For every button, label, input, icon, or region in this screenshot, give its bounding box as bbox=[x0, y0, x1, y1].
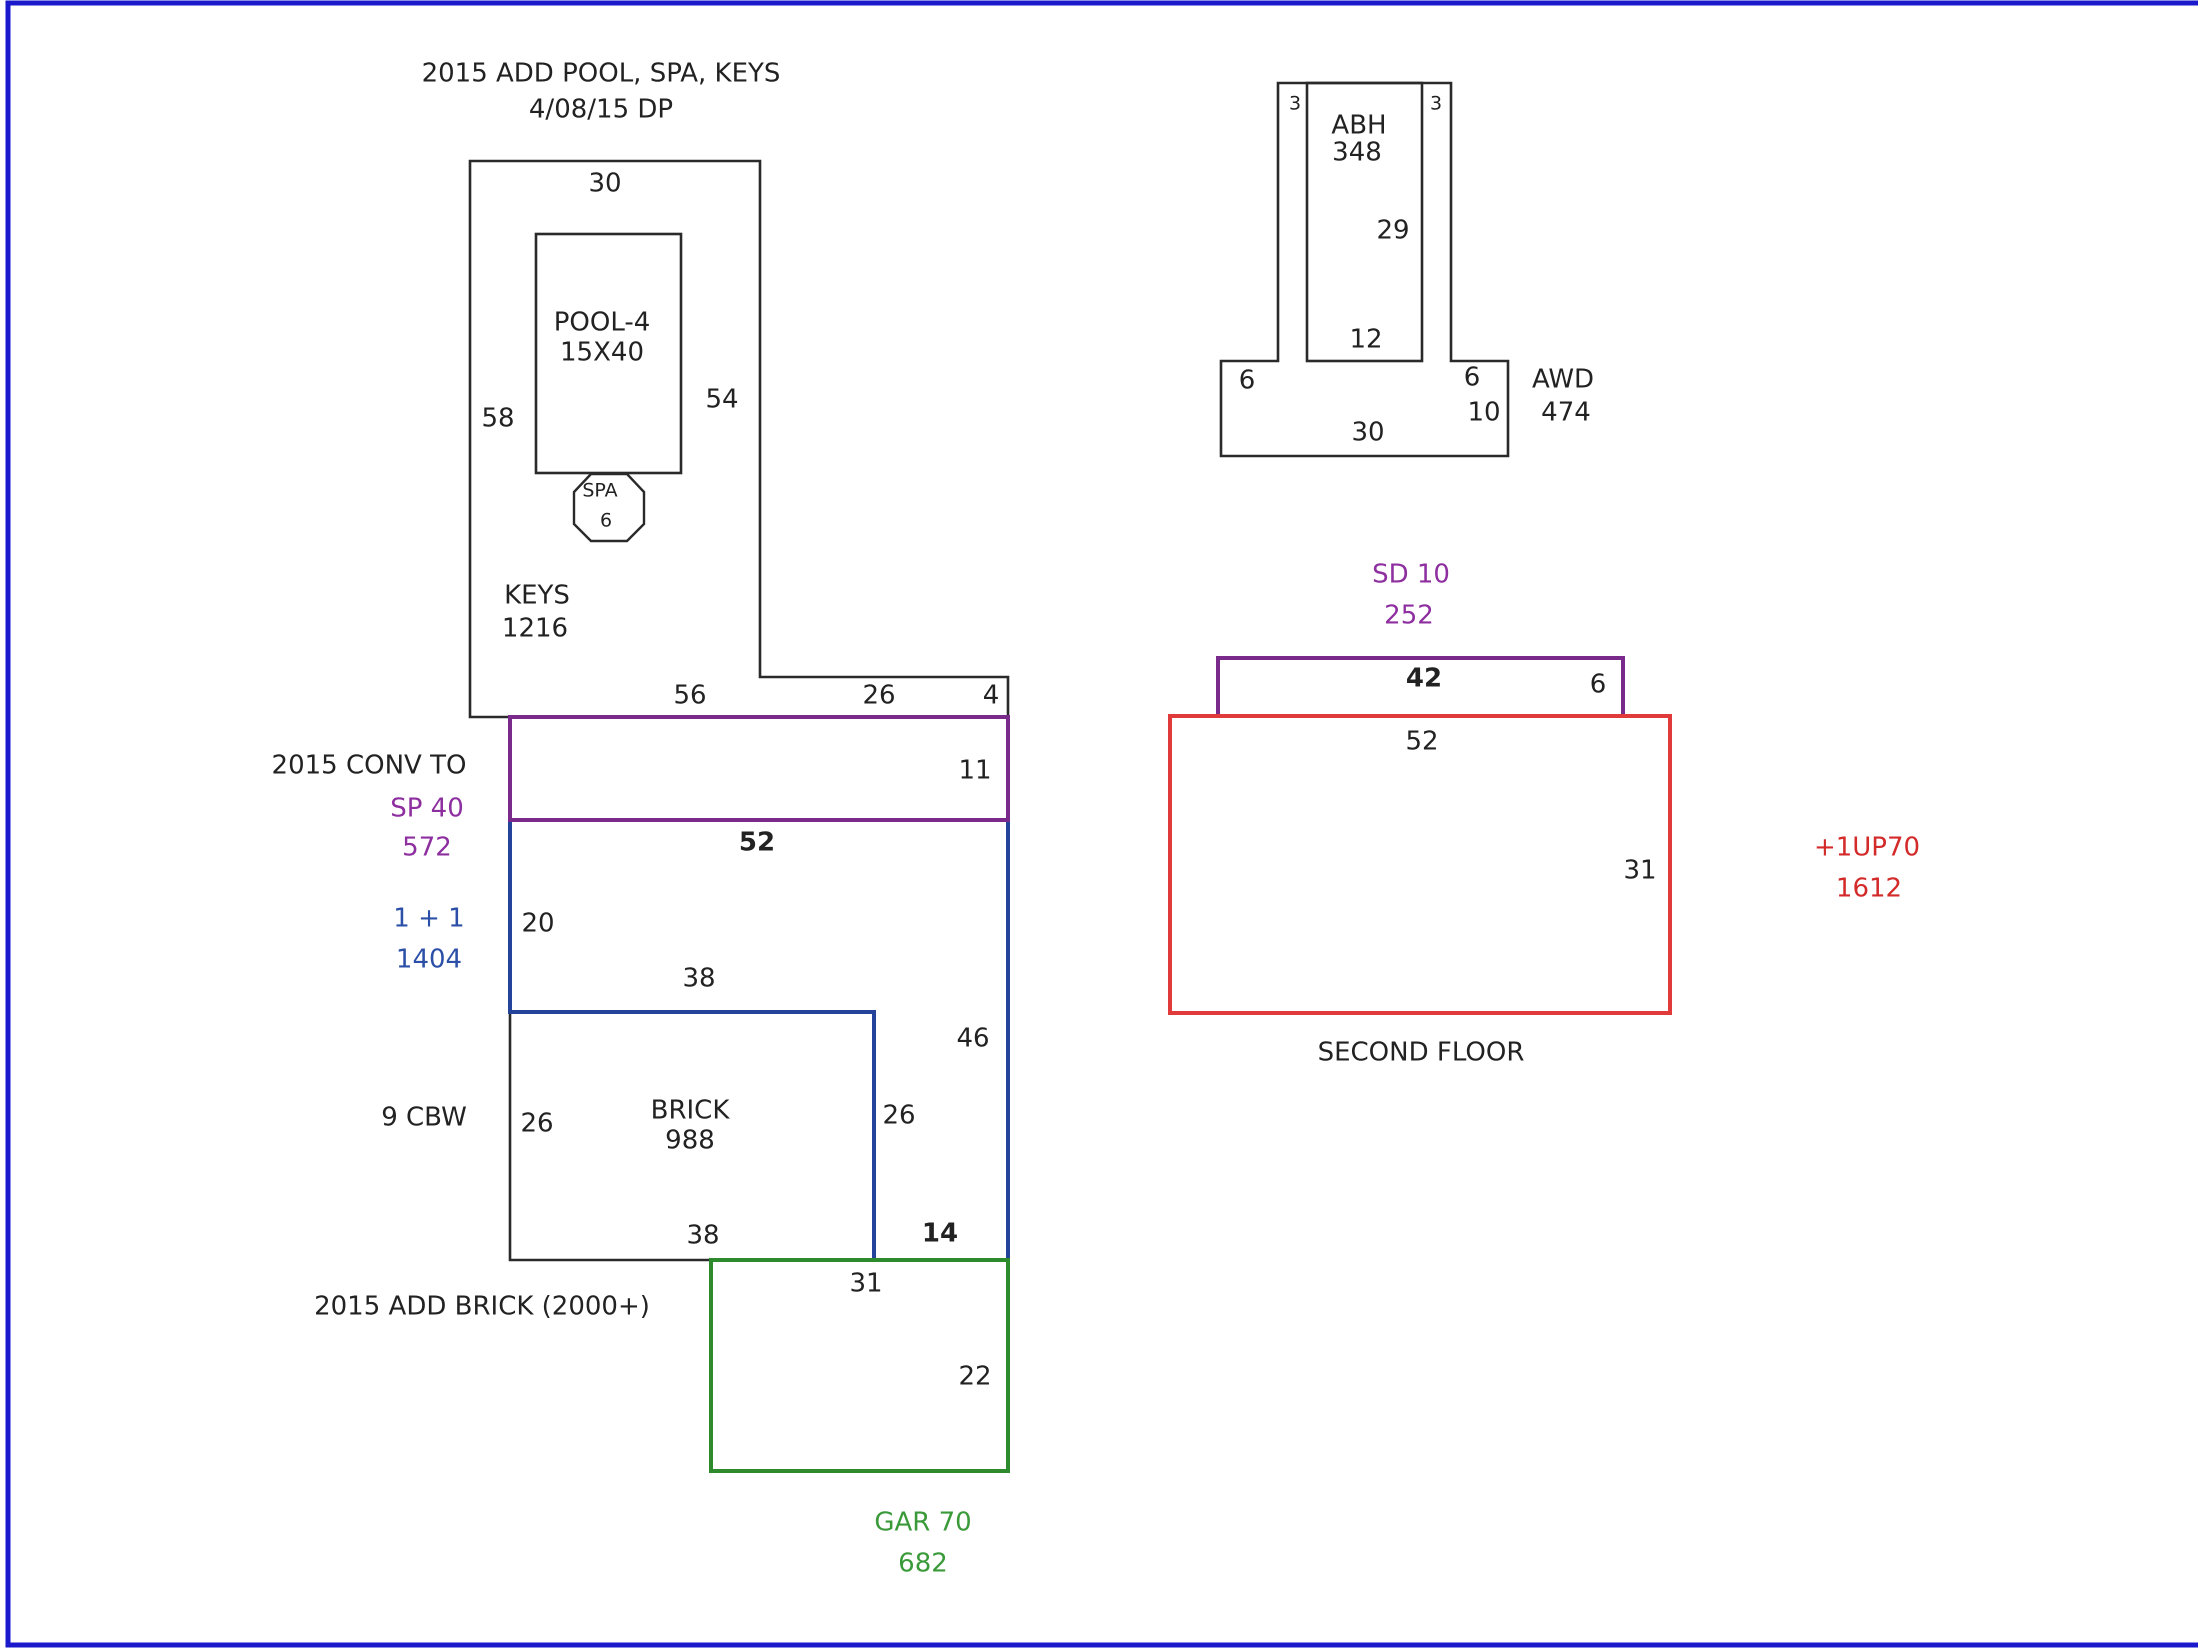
spa-name: SPA bbox=[582, 480, 617, 502]
dim-abh-right-width: 3 bbox=[1430, 93, 1442, 115]
sd-area: 252 bbox=[1384, 601, 1434, 631]
dim-awd-height: 10 bbox=[1467, 398, 1500, 428]
dim-sp-height: 11 bbox=[958, 756, 991, 786]
dim-base-top: 52 bbox=[739, 828, 775, 858]
dim-base-inner: 38 bbox=[682, 964, 715, 994]
cbw-note: 9 CBW bbox=[381, 1103, 467, 1133]
brick-name: BRICK bbox=[651, 1096, 731, 1126]
dim-awd-bottom: 30 bbox=[1351, 418, 1384, 448]
keys-area: 1216 bbox=[502, 614, 568, 644]
pool-note-line1: 2015 ADD POOL, SPA, KEYS bbox=[422, 59, 781, 89]
dim-abh-height: 29 bbox=[1376, 216, 1409, 246]
dim-keys-top: 30 bbox=[588, 169, 621, 199]
sketch-frame bbox=[5, 0, 2198, 1648]
dim-brick-bottom: 38 bbox=[686, 1221, 719, 1251]
dim-brick-right: 26 bbox=[882, 1101, 915, 1131]
dim-keys-bottom-right: 26 bbox=[862, 681, 895, 711]
dim-up-height: 31 bbox=[1623, 856, 1656, 886]
dim-brick-left: 26 bbox=[520, 1109, 553, 1139]
dim-sd-height: 6 bbox=[1590, 670, 1607, 700]
pool-name: POOL-4 bbox=[554, 308, 651, 338]
gar-name: GAR 70 bbox=[874, 1508, 971, 1538]
awd-name: AWD bbox=[1532, 365, 1594, 395]
pool-note-line2: 4/08/15 DP bbox=[529, 95, 673, 125]
sp-outline bbox=[508, 715, 1010, 822]
keys-outline bbox=[468, 159, 1010, 719]
dim-sd-width: 42 bbox=[1406, 664, 1442, 694]
dim-abh-left-width: 3 bbox=[1289, 93, 1301, 115]
sp-area: 572 bbox=[402, 833, 452, 863]
dim-base-left-upper: 20 bbox=[521, 909, 554, 939]
keys-name: KEYS bbox=[504, 581, 570, 611]
dim-brick-step: 14 bbox=[922, 1219, 958, 1249]
dim-awd-right: 6 bbox=[1464, 363, 1481, 393]
second-floor-label: SECOND FLOOR bbox=[1318, 1038, 1525, 1068]
dim-keys-step: 4 bbox=[983, 681, 1000, 711]
abh-awd-outline bbox=[1219, 81, 1510, 458]
sp-name: SP 40 bbox=[390, 794, 464, 824]
dim-keys-right: 54 bbox=[705, 385, 738, 415]
spa-outline bbox=[572, 472, 646, 543]
base-area: 1404 bbox=[396, 945, 462, 975]
dim-keys-bottom-left: 56 bbox=[673, 681, 706, 711]
upper-floor-outline bbox=[1168, 714, 1672, 1015]
dim-base-right: 46 bbox=[956, 1024, 989, 1054]
dim-gar-top: 31 bbox=[849, 1269, 882, 1299]
abh-inner-outline bbox=[1305, 81, 1424, 363]
dim-abh-base-width: 12 bbox=[1349, 325, 1382, 355]
garage-outline bbox=[709, 1258, 1010, 1473]
spa-size: 6 bbox=[600, 510, 612, 532]
dim-up-width: 52 bbox=[1405, 727, 1438, 757]
conv-note: 2015 CONV TO bbox=[272, 751, 467, 781]
pool-size: 15X40 bbox=[560, 338, 644, 368]
dim-gar-right: 22 bbox=[958, 1362, 991, 1392]
gar-area: 682 bbox=[898, 1549, 948, 1579]
dim-awd-left: 6 bbox=[1239, 366, 1256, 396]
abh-name: ABH bbox=[1331, 111, 1386, 141]
sd-name: SD 10 bbox=[1372, 560, 1450, 590]
brick-area: 988 bbox=[665, 1126, 715, 1156]
up-area: 1612 bbox=[1836, 874, 1902, 904]
dim-keys-left: 58 bbox=[481, 404, 514, 434]
brick-add-note: 2015 ADD BRICK (2000+) bbox=[314, 1292, 650, 1322]
awd-area: 474 bbox=[1541, 398, 1591, 428]
abh-area: 348 bbox=[1332, 138, 1382, 168]
up-name: +1UP70 bbox=[1814, 833, 1920, 863]
base-name: 1 + 1 bbox=[393, 904, 464, 934]
base-outline bbox=[508, 818, 1010, 1262]
